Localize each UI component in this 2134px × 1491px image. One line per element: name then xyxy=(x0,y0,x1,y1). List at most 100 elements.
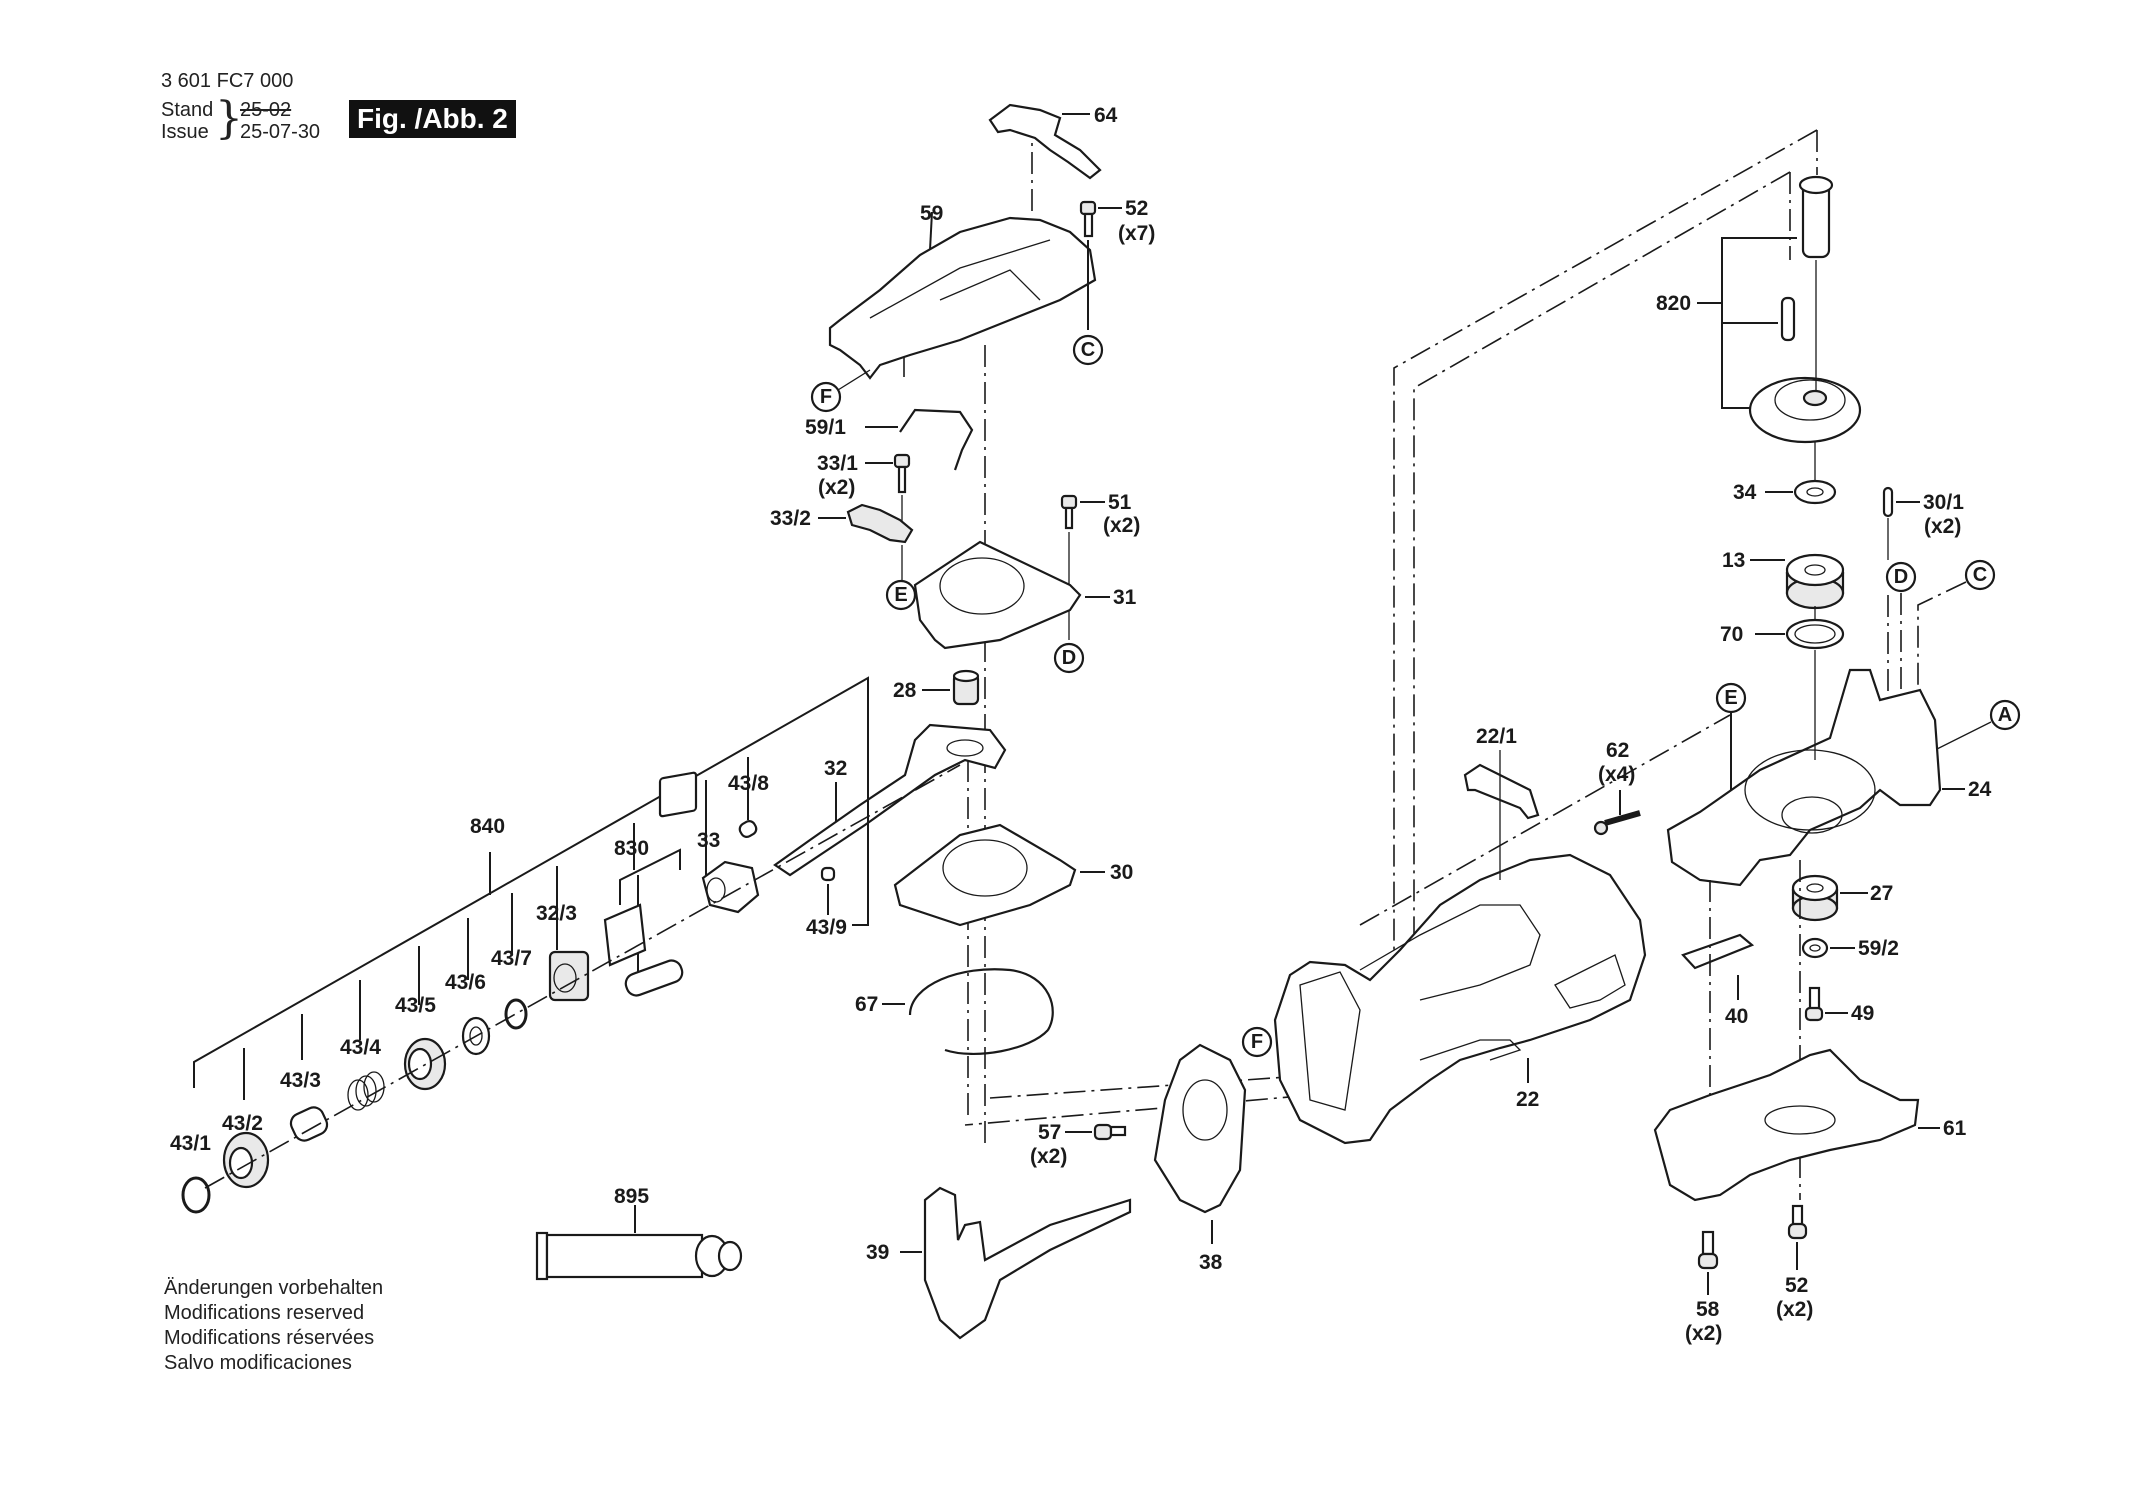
modification-notes: Änderungen vorbehalten Modifications res… xyxy=(164,1276,383,1376)
label-43-1: 43/1 xyxy=(170,1132,211,1155)
old-date: 25-02 xyxy=(240,99,292,121)
label-43-6: 43/6 xyxy=(445,971,486,994)
part-27-bearing[interactable]: 27 xyxy=(1791,874,1893,922)
part-38-front-cap[interactable]: 38 xyxy=(1153,1043,1247,1274)
part-43-1-oring[interactable]: 43/1 xyxy=(170,1132,211,1214)
note-de: Änderungen vorbehalten xyxy=(164,1277,384,1299)
part-67-retaining-ring[interactable]: 67 xyxy=(855,968,1054,1056)
label-895: 895 xyxy=(614,1185,649,1208)
label-39: 39 xyxy=(866,1241,889,1264)
part-43-5-bearing[interactable]: 43/5 xyxy=(395,994,447,1091)
part-59-1-bracket[interactable]: 59/1 xyxy=(805,408,974,471)
svg-text:C: C xyxy=(1081,339,1095,361)
svg-text:F: F xyxy=(1251,1031,1263,1053)
part-43-9-screw[interactable]: 43/9 xyxy=(806,866,847,939)
label-40: 40 xyxy=(1725,1005,1748,1028)
label-58: 58 xyxy=(1696,1298,1720,1321)
label-64: 64 xyxy=(1094,104,1118,127)
label-43-4: 43/4 xyxy=(340,1036,381,1059)
part-33-2-clamp[interactable]: 33/2 xyxy=(770,503,914,580)
part-51-screw[interactable]: 51 (x2) xyxy=(1060,491,1140,640)
part-34-washer[interactable]: 34 xyxy=(1733,442,1837,505)
part-57-screw[interactable]: 57 (x2) xyxy=(1030,1121,1127,1168)
label-33-1: 33/1 xyxy=(817,452,858,475)
note-es: Salvo modificaciones xyxy=(164,1352,352,1374)
part-32-plunger[interactable]: 32 xyxy=(773,723,1007,877)
label-30-1: 30/1 xyxy=(1923,491,1964,514)
label-59: 59 xyxy=(920,202,943,225)
label-62-qty: (x4) xyxy=(1598,763,1635,786)
part-43-4-spring[interactable]: 43/4 xyxy=(340,1036,385,1111)
ref-e-right: E xyxy=(1715,682,1747,840)
part-24-gear-housing[interactable]: 24 xyxy=(1666,668,1992,887)
label-62: 62 xyxy=(1606,739,1629,762)
issue-date: 25-07-30 xyxy=(240,121,321,143)
part-43-7-ring[interactable]: 43/7 xyxy=(491,947,532,1030)
part-33-1-screw[interactable]: 33/1 (x2) xyxy=(817,452,911,530)
stand-label: Stand xyxy=(161,99,214,121)
ref-a: A xyxy=(1934,699,2021,751)
part-number: 3 601 FC7 000 xyxy=(161,70,294,92)
part-64-clip[interactable]: 64 xyxy=(988,103,1118,180)
part-895-grease-tube[interactable]: 895 xyxy=(535,1185,743,1281)
part-39-shoe[interactable]: 39 xyxy=(866,1186,1132,1340)
label-51: 51 xyxy=(1108,491,1132,514)
label-52-bottom: 52 xyxy=(1785,1274,1808,1297)
part-33-crank[interactable]: 33 xyxy=(697,829,760,914)
part-62-screw[interactable]: 62 (x4) xyxy=(1593,739,1641,836)
note-fr: Modifications réservées xyxy=(164,1327,375,1349)
svg-text:D: D xyxy=(1062,647,1076,669)
ref-f-lower: F xyxy=(1241,1026,1273,1058)
part-22-1-switch-cover[interactable]: 22/1 xyxy=(1463,725,1540,880)
label-58-qty: (x2) xyxy=(1685,1322,1722,1345)
brace-glyph: } xyxy=(215,93,243,144)
label-43-3: 43/3 xyxy=(280,1069,321,1092)
part-70-ring[interactable]: 70 xyxy=(1720,618,1845,650)
figure-badge: Fig. /Abb. 2 xyxy=(349,100,516,138)
label-830: 830 xyxy=(614,837,649,860)
part-30-1-pin[interactable]: 30/1 (x2) xyxy=(1882,486,1964,560)
label-43-9: 43/9 xyxy=(806,916,847,939)
label-43-7: 43/7 xyxy=(491,947,532,970)
label-22: 22 xyxy=(1516,1088,1539,1111)
label-30: 30 xyxy=(1110,861,1133,884)
part-49-screw[interactable]: 49 xyxy=(1804,986,1874,1025)
label-70: 70 xyxy=(1720,623,1743,646)
part-58-screw[interactable]: 58 (x2) xyxy=(1685,1230,1722,1345)
part-43-3-sleeve[interactable]: 43/3 xyxy=(280,1069,330,1144)
label-27: 27 xyxy=(1870,882,1893,905)
part-52-screw-bottom[interactable]: 52 (x2) xyxy=(1776,1204,1813,1321)
part-820-gear-assembly[interactable]: 820 xyxy=(1656,175,1862,444)
part-59-2-washer[interactable]: 59/2 xyxy=(1801,937,1899,960)
label-43-2: 43/2 xyxy=(222,1112,263,1135)
part-28-bushing[interactable]: 28 xyxy=(893,669,980,706)
part-43-8-pin[interactable]: 43/8 xyxy=(728,772,769,839)
label-30-1-qty: (x2) xyxy=(1924,515,1961,538)
group-830[interactable]: 830 xyxy=(603,771,698,998)
housing-axis-line xyxy=(1359,714,1731,926)
part-22-motor-housing[interactable]: 22 xyxy=(1273,853,1647,1145)
label-820: 820 xyxy=(1656,292,1691,315)
part-61-bottom-cover[interactable]: 61 xyxy=(1653,1048,1967,1202)
part-13-bearing[interactable]: 13 xyxy=(1722,549,1845,610)
part-52-screw-top[interactable]: 52 (x7) xyxy=(1079,197,1155,330)
shaft-axis-line xyxy=(204,764,961,1189)
label-43-8: 43/8 xyxy=(728,772,769,795)
label-51-qty: (x2) xyxy=(1103,514,1140,537)
label-32-3: 32/3 xyxy=(536,902,577,925)
part-40-plate[interactable]: 40 xyxy=(1681,933,1755,1028)
part-32-3-seal[interactable]: 32/3 xyxy=(536,902,590,1002)
part-59-gear-housing-cover[interactable]: 59 xyxy=(828,202,1097,380)
label-59-2: 59/2 xyxy=(1858,937,1899,960)
svg-text:D: D xyxy=(1894,566,1908,588)
part-31-plate[interactable]: 31 xyxy=(913,540,1137,650)
ref-e-left: E xyxy=(885,579,917,611)
label-57-qty: (x2) xyxy=(1030,1145,1067,1168)
part-43-2-collar[interactable]: 43/2 xyxy=(222,1112,270,1189)
part-30-plate[interactable]: 30 xyxy=(893,823,1133,927)
svg-text:A: A xyxy=(1998,704,2012,726)
label-32: 32 xyxy=(824,757,847,780)
label-61: 61 xyxy=(1943,1117,1967,1140)
label-34: 34 xyxy=(1733,481,1757,504)
label-24: 24 xyxy=(1968,778,1992,801)
